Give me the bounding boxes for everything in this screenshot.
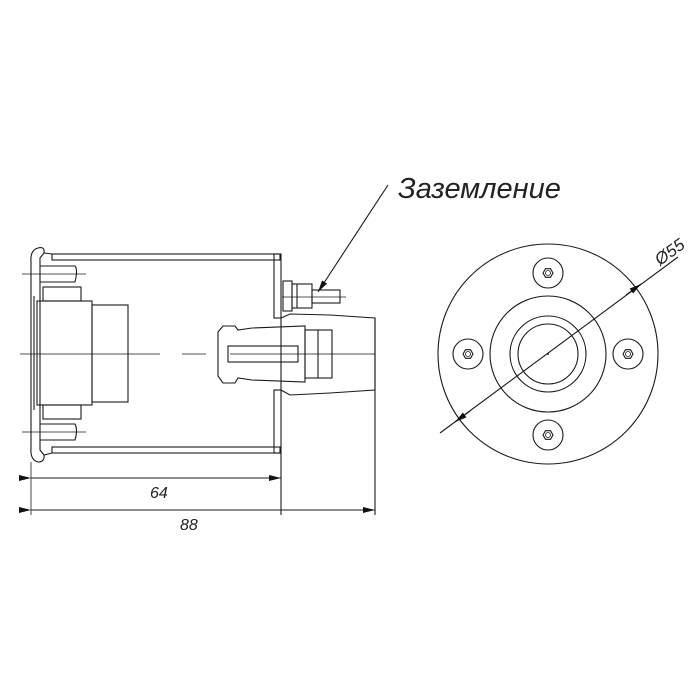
connector-bore — [227, 345, 299, 363]
bolt-bottom — [40, 423, 78, 441]
ring-section-bottom — [42, 404, 82, 420]
diameter-label: Ø55 — [650, 235, 688, 270]
bolt-top-front — [532, 257, 564, 289]
lens-outer-circle — [509, 315, 587, 393]
dimension-label-88: 88 — [180, 517, 198, 534]
lens-insert — [36, 300, 93, 406]
housing-bottom-wall — [51, 446, 281, 454]
side-section-view: Заземление 64 88 — [19, 173, 561, 534]
housing-end-wall-bottom — [273, 389, 282, 454]
bolt-left-front — [452, 338, 484, 370]
lens-inner-circle — [517, 323, 579, 385]
front-view: Ø55 — [437, 235, 689, 465]
housing-top-wall — [51, 253, 281, 261]
dimension-label-64: 64 — [150, 485, 168, 502]
diameter-arrow-right — [625, 283, 642, 296]
bolt-top — [40, 265, 78, 283]
lens-body — [91, 304, 129, 403]
front-flange — [30, 247, 45, 463]
ground-screw-stud — [311, 289, 341, 304]
bolt-bottom-front — [532, 419, 564, 451]
ground-screw-washer — [282, 280, 293, 312]
cable-connector — [217, 325, 306, 384]
ring-section-top — [42, 286, 82, 302]
housing-end-wall-top — [273, 253, 282, 319]
flange-joint — [43, 252, 53, 456]
diameter-arrow-left — [454, 410, 471, 423]
grounding-callout-label: Заземление — [398, 173, 561, 205]
flange-outer-circle — [437, 243, 659, 465]
grounding-leader-arrow — [317, 184, 389, 293]
ground-screw-nut — [291, 283, 313, 309]
flange-middle-circle — [489, 295, 607, 413]
bolt-right-front — [612, 338, 644, 370]
